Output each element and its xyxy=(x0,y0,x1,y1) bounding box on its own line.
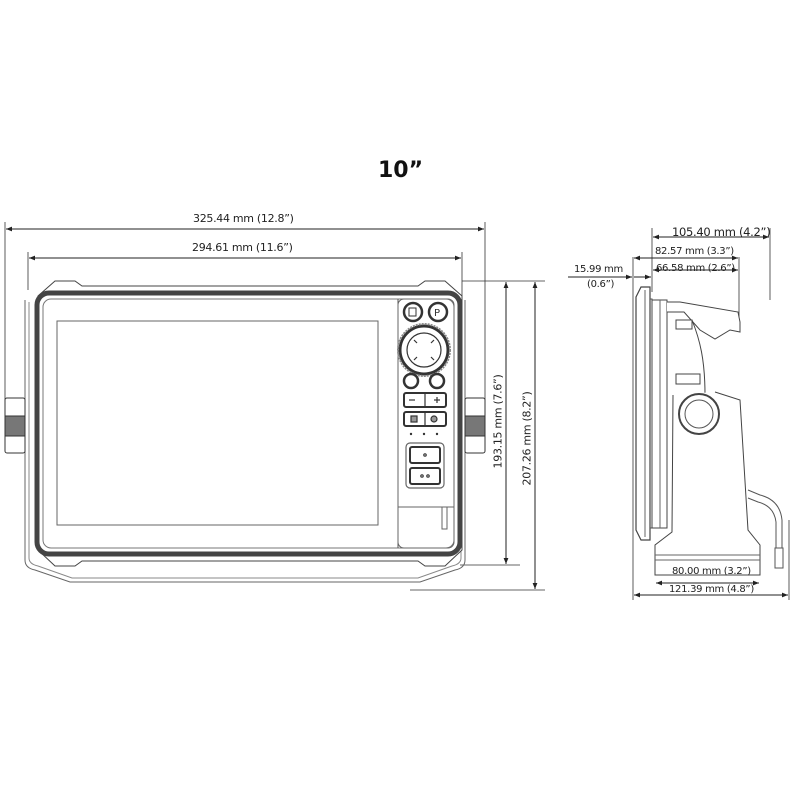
overall-height-label: 207.26 mm (8.2”) xyxy=(520,391,534,486)
svg-text:P: P xyxy=(434,308,440,319)
overall-width-label: 325.44 mm (12.8”) xyxy=(193,212,294,225)
side-overall-depth-label: 105.40 mm (4.2”) xyxy=(672,225,771,239)
joystick xyxy=(406,332,442,368)
pages-button xyxy=(402,301,424,323)
side-view xyxy=(568,228,790,600)
side-bezel-depth-mm-label: 15.99 mm xyxy=(574,264,623,275)
keypad: P xyxy=(397,301,451,489)
side-bezel-depth-in-label: (0.6”) xyxy=(587,279,615,290)
enter-button xyxy=(428,372,446,390)
waypoint-button xyxy=(427,301,449,323)
bezel-height-label: 193.15 mm (7.6”) xyxy=(491,374,505,469)
side-overall-width-label: 121.39 mm (4.8”) xyxy=(669,584,754,595)
bezel-width-label: 294.61 mm (11.6”) xyxy=(192,241,293,254)
programmable-button-2 xyxy=(409,467,441,485)
side-bracket-depth-label: 82.57 mm (3.3”) xyxy=(655,246,734,257)
front-view xyxy=(4,222,545,591)
exit-button xyxy=(402,372,420,390)
side-base-width-label: 80.00 mm (3.2”) xyxy=(672,566,751,577)
side-body-depth-label: 66.58 mm (2.6”) xyxy=(656,263,735,274)
programmable-button-1 xyxy=(409,446,441,464)
model-size-title: 10” xyxy=(378,158,424,183)
